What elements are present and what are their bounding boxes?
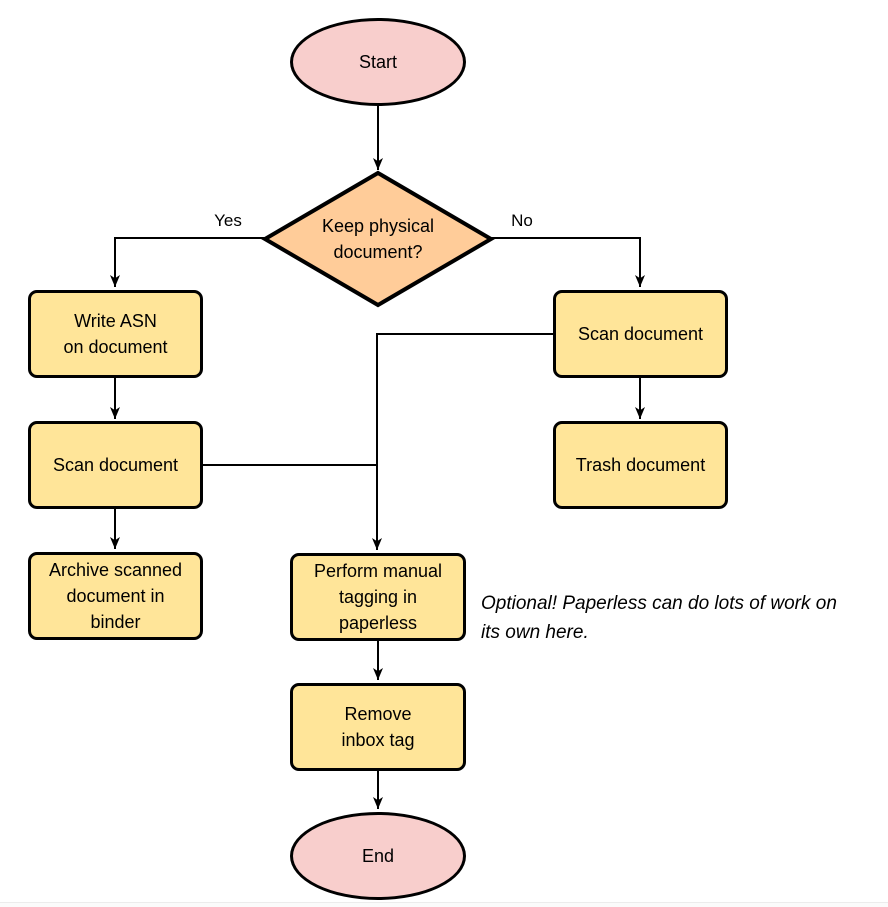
node-start: Start: [290, 18, 466, 106]
edge-label-no: No: [511, 211, 533, 230]
node-write-asn-label: Write ASN on document: [63, 311, 168, 357]
node-write-asn: Write ASN on document: [28, 290, 203, 378]
decision-diamond-shape: [261, 170, 495, 308]
edge-decision-yes-to-write-asn: [110, 237, 265, 287]
node-end-label: End: [361, 846, 395, 866]
node-scan-document-right: Scan document: [553, 290, 728, 378]
node-remove-inbox-tag: Remove inbox tag: [290, 683, 466, 771]
node-trash-document-label: Trash document: [575, 455, 706, 475]
edge-decision-no-to-scan-right: [491, 237, 645, 287]
edge-scan-right-to-tagging: [372, 333, 553, 550]
node-archive-binder-label: Archive scanned document in binder: [48, 560, 183, 632]
node-decision-label: Keep physical document?: [321, 216, 435, 262]
page-bottom-edge: [0, 902, 888, 907]
node-end: End: [290, 812, 466, 900]
node-scan-document-right-label: Scan document: [577, 324, 704, 344]
node-archive-binder: Archive scanned document in binder: [28, 552, 203, 640]
node-decision: Keep physical document?: [278, 211, 478, 267]
node-manual-tagging: Perform manual tagging in paperless: [290, 553, 466, 641]
node-trash-document: Trash document: [553, 421, 728, 509]
edge-label-yes: Yes: [214, 211, 242, 230]
node-manual-tagging-label: Perform manual tagging in paperless: [313, 561, 443, 633]
node-scan-document-left-label: Scan document: [52, 455, 179, 475]
node-start-label: Start: [358, 52, 397, 72]
node-scan-document-left: Scan document: [28, 421, 203, 509]
node-remove-inbox-tag-label: Remove inbox tag: [341, 704, 415, 750]
optional-note: Optional! Paperless can do lots of work …: [481, 593, 837, 643]
